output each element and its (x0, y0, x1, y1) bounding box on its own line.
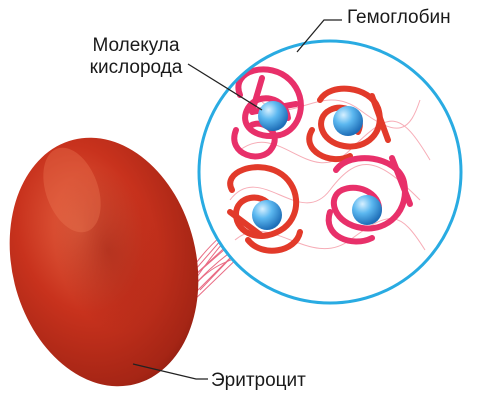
oxygen-molecule (258, 101, 288, 131)
oxygen-molecule (352, 195, 382, 225)
label-hemoglobin: Гемоглобин (347, 7, 451, 29)
oxygen-molecule (333, 106, 363, 136)
label-oxygen-line1: Молекула (76, 35, 196, 57)
oxygen-molecule (252, 200, 282, 230)
label-oxygen-molecule: Молекула кислорода (76, 35, 196, 79)
label-erythrocyte: Эритроцит (211, 370, 306, 392)
label-oxygen-line2: кислорода (76, 57, 196, 79)
